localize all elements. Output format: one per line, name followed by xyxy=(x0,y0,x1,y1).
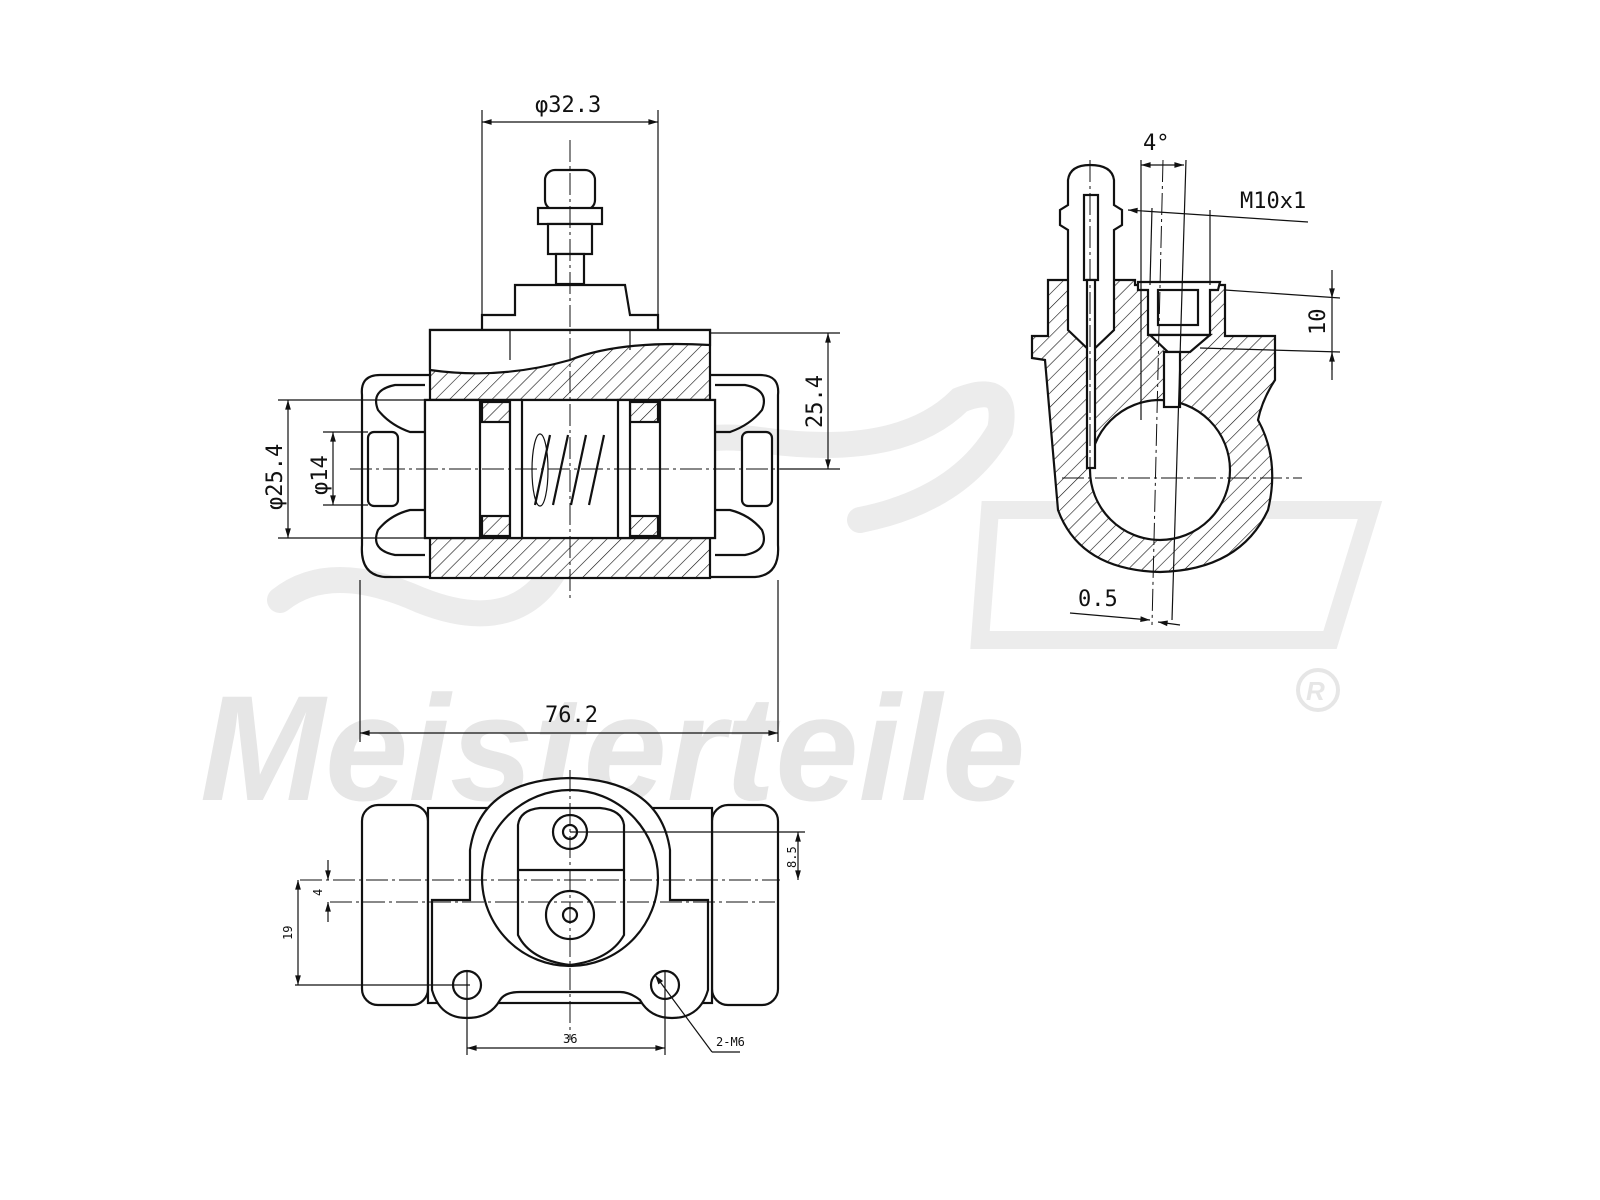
dim-thread: M10x1 xyxy=(1240,189,1306,214)
side-dimensions: 4° M10x1 10 0.5 xyxy=(1069,131,1341,627)
dim-depth: 10 xyxy=(1306,309,1331,336)
dim-mount-height: 19 xyxy=(281,926,295,940)
dim-offset: 0.5 xyxy=(1078,587,1118,612)
front-dimensions: φ32.3 25.4 φ25.4 φ14 76.2 xyxy=(263,93,840,742)
dim-height: 25.4 xyxy=(803,375,828,428)
dim-port-offset: 8.5 xyxy=(785,846,799,868)
side-section-view xyxy=(1030,159,1302,626)
dim-angle: 4° xyxy=(1143,131,1170,156)
dim-inner-diameter: φ14 xyxy=(308,455,333,495)
dim-hole-spacing: 36 xyxy=(563,1032,577,1046)
bottom-view xyxy=(300,770,780,1040)
dim-center-offset: 4 xyxy=(311,889,325,896)
dim-bore-diameter: φ25.4 xyxy=(263,444,288,510)
spring xyxy=(531,433,606,507)
bottom-dimensions: 8.5 4 19 36 2-M6 xyxy=(281,831,805,1055)
dim-mount-thread: 2-M6 xyxy=(716,1035,745,1049)
dim-top-diameter: φ32.3 xyxy=(535,93,601,118)
front-section-view xyxy=(350,140,800,600)
registered-mark: R xyxy=(1306,676,1325,706)
dim-overall-length: 76.2 xyxy=(545,703,598,728)
